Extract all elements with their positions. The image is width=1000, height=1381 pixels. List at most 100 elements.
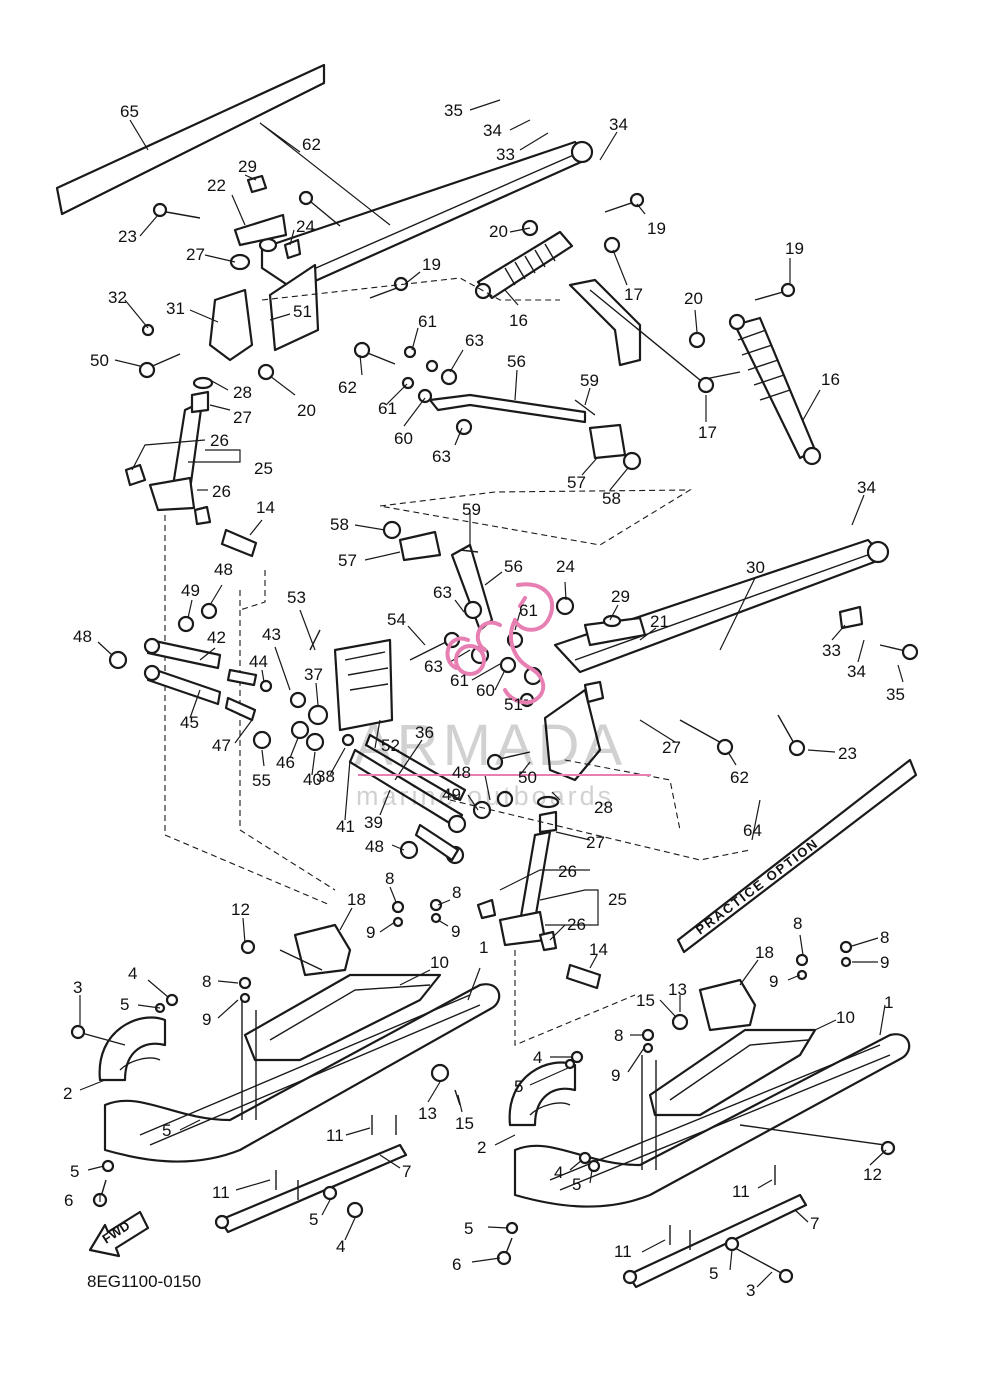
callout-25: 25 [608, 890, 627, 909]
ski-left-cover-18 [293, 923, 352, 977]
callout-33: 33 [822, 641, 841, 660]
ski-left-saddle-10 [243, 973, 442, 1062]
callout-6: 6 [64, 1191, 73, 1210]
callout-25: 25 [254, 459, 273, 478]
callout-59: 59 [462, 500, 481, 519]
callout-51: 51 [504, 695, 523, 714]
callout-16: 16 [509, 311, 528, 330]
callout-63: 63 [465, 331, 484, 350]
callout-28: 28 [594, 798, 613, 817]
fwd-arrow [88, 1210, 150, 1258]
callout-7: 7 [402, 1162, 411, 1181]
ski-left-1 [103, 983, 501, 1163]
callout-46: 46 [276, 753, 295, 772]
upper-spindle-block [208, 288, 254, 362]
callout-35: 35 [886, 685, 905, 704]
leader-lines [79, 99, 904, 1288]
callout-5: 5 [572, 1175, 581, 1194]
callout-51: 51 [293, 302, 312, 321]
upper-rail-bracket [268, 263, 320, 352]
callout-61: 61 [418, 312, 437, 331]
callout-12: 12 [863, 1165, 882, 1184]
callout-23: 23 [118, 227, 137, 246]
callout-20: 20 [684, 289, 703, 308]
callout-60: 60 [394, 429, 413, 448]
callout-33: 33 [496, 145, 515, 164]
callout-8: 8 [614, 1026, 623, 1045]
callout-35: 35 [444, 101, 463, 120]
callout-50: 50 [518, 768, 537, 787]
callout-49: 49 [181, 581, 200, 600]
callout-4: 4 [533, 1048, 542, 1067]
callout-63: 63 [424, 657, 443, 676]
upper-rail [260, 140, 592, 292]
callout-4: 4 [128, 964, 137, 983]
callout-24: 24 [556, 557, 575, 576]
callout-14: 14 [256, 498, 275, 517]
ski-left-loop-2 [98, 1016, 167, 1082]
callout-61: 61 [450, 671, 469, 690]
ski-right-1 [513, 1033, 911, 1208]
callout-59: 59 [580, 371, 599, 390]
callout-27: 27 [662, 738, 681, 757]
callout-9: 9 [366, 923, 375, 942]
callout-7: 7 [810, 1214, 819, 1233]
callout-48: 48 [365, 837, 384, 856]
callout-37: 37 [304, 665, 323, 684]
callout-29: 29 [611, 587, 630, 606]
callout-11: 11 [212, 1183, 230, 1202]
callout-63: 63 [432, 447, 451, 466]
callout-5: 5 [464, 1219, 473, 1238]
callout-64: 64 [743, 821, 762, 840]
callout-10: 10 [836, 1008, 855, 1027]
callout-28: 28 [233, 383, 252, 402]
diagram-code: 8EG1100-0150 [87, 1272, 201, 1291]
watermark-seahorse-logo [445, 582, 555, 705]
callout-1: 1 [479, 938, 488, 957]
callout-27: 27 [586, 833, 605, 852]
callout-5: 5 [709, 1264, 718, 1283]
callout-17: 17 [624, 285, 643, 304]
callout-13: 13 [668, 980, 687, 999]
callout-24: 24 [296, 217, 315, 236]
callout-49: 49 [442, 785, 461, 804]
callout-5: 5 [514, 1077, 523, 1096]
callout-36: 36 [415, 723, 434, 742]
callout-31: 31 [166, 299, 185, 318]
upper-tie-rod-56 [428, 393, 587, 424]
callout-26: 26 [567, 915, 586, 934]
mount-bracket-37 [333, 638, 394, 732]
callout-48: 48 [73, 627, 92, 646]
callout-62: 62 [730, 768, 749, 787]
ski-right-cover-18 [698, 978, 757, 1032]
callout-9: 9 [611, 1066, 620, 1085]
callout-50: 50 [90, 351, 109, 370]
callout-18: 18 [347, 890, 366, 909]
callout-34: 34 [609, 115, 628, 134]
ski-right-saddle-10 [648, 1028, 817, 1117]
callout-21: 21 [650, 612, 669, 631]
callout-26: 26 [210, 431, 229, 450]
callout-58: 58 [330, 515, 349, 534]
callout-10: 10 [430, 953, 449, 972]
callout-40: 40 [303, 770, 322, 789]
callout-45: 45 [180, 713, 199, 732]
callout-23: 23 [838, 744, 857, 763]
callout-3: 3 [73, 978, 82, 997]
callout-62: 62 [302, 135, 321, 154]
callout-43: 43 [262, 625, 281, 644]
upper-shock-16 [476, 230, 574, 300]
callout-5: 5 [309, 1210, 318, 1229]
callout-8: 8 [452, 883, 461, 902]
callout-20: 20 [489, 222, 508, 241]
callout-1: 1 [884, 993, 893, 1012]
right-shock-16 [733, 316, 817, 460]
callout-13: 13 [418, 1104, 437, 1123]
callout-65: 65 [120, 102, 139, 121]
watermark-brand: ARMADA [354, 713, 626, 778]
callout-38: 38 [316, 767, 335, 786]
callout-39: 39 [364, 813, 383, 832]
callout-44: 44 [249, 652, 268, 671]
callout-41: 41 [336, 817, 355, 836]
callout-4: 4 [336, 1237, 345, 1256]
